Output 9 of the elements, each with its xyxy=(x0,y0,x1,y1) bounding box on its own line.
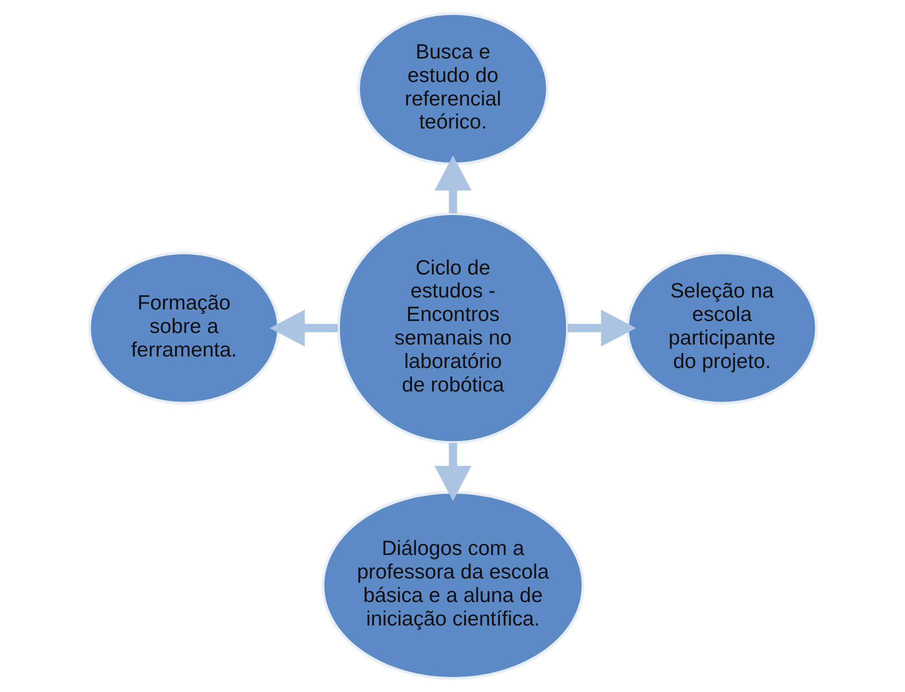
node-ellipse: Diálogos com a professora da escola básica e a aluna de iniciação científica. xyxy=(321,490,584,680)
arrow xyxy=(269,310,338,346)
node-ellipse: Seleção na escola participante do projeto. xyxy=(626,252,818,405)
node-ellipse: Formação sobre a ferramenta. xyxy=(88,252,280,405)
arrow xyxy=(567,310,636,346)
node-circle: Ciclo de estudos - Encontros semanais no laboratório de robótica xyxy=(336,212,568,444)
node-ellipse: Busca e estudo do referencial teórico. xyxy=(356,12,548,166)
arrow xyxy=(434,442,471,501)
arrow xyxy=(434,155,471,214)
